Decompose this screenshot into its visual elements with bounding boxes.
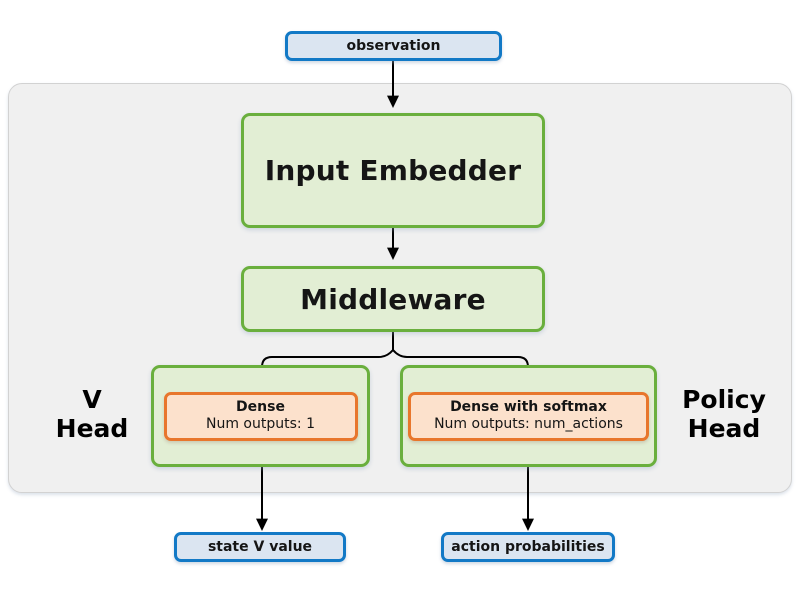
node-state-v-value[interactable]: state V value bbox=[174, 532, 346, 562]
node-observation[interactable]: observation bbox=[285, 31, 502, 61]
label-v-head: V Head bbox=[55, 385, 129, 443]
node-middleware-label: Middleware bbox=[300, 282, 486, 316]
node-state-v-value-label: state V value bbox=[207, 539, 313, 555]
node-policy-head-dense-title: Dense with softmax bbox=[450, 398, 607, 415]
node-action-probabilities-label: action probabilities bbox=[451, 539, 605, 555]
node-action-probabilities[interactable]: action probabilities bbox=[441, 532, 615, 562]
node-input-embedder[interactable]: Input Embedder bbox=[241, 113, 545, 228]
node-middleware[interactable]: Middleware bbox=[241, 266, 545, 332]
node-observation-label: observation bbox=[346, 38, 441, 54]
node-policy-head-dense-subtitle: Num outputs: num_actions bbox=[434, 416, 623, 432]
group-v-head[interactable]: Dense Num outputs: 1 bbox=[151, 365, 370, 467]
label-policy-head: Policy Head bbox=[682, 385, 766, 443]
group-policy-head[interactable]: Dense with softmax Num outputs: num_acti… bbox=[400, 365, 657, 467]
node-input-embedder-label: Input Embedder bbox=[264, 154, 522, 187]
node-v-head-dense-subtitle: Num outputs: 1 bbox=[206, 416, 315, 432]
node-v-head-dense-title: Dense bbox=[236, 398, 285, 415]
node-policy-head-dense[interactable]: Dense with softmax Num outputs: num_acti… bbox=[408, 391, 649, 441]
node-v-head-dense[interactable]: Dense Num outputs: 1 bbox=[163, 391, 358, 441]
